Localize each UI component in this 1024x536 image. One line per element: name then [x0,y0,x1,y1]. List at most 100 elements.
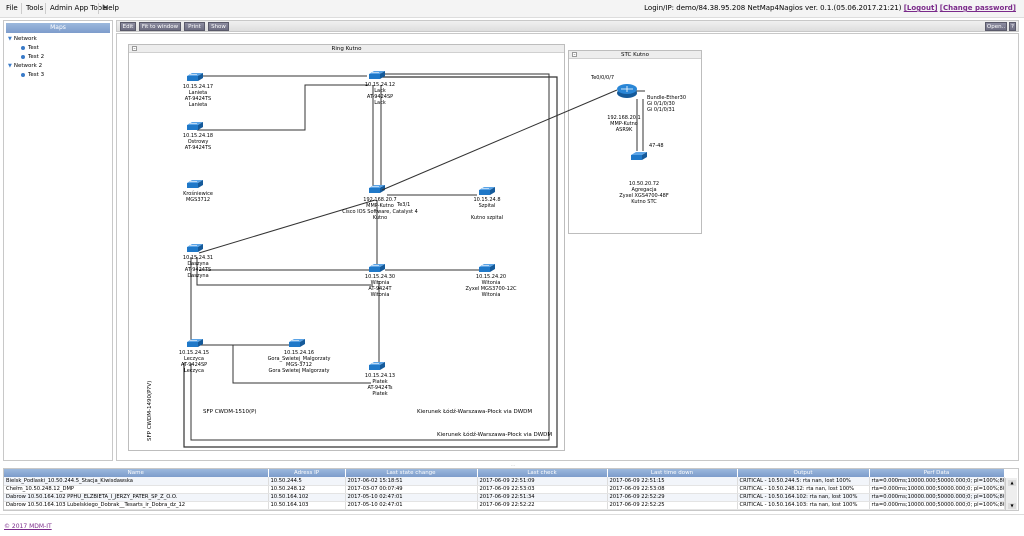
cell-last-state-change: 2017-05-10 02:47:01 [345,493,478,502]
map-toolbar: Edit Fit to window Print Show Open.. ? [116,20,1019,32]
router-port-label: Te0/0/0/7 [591,75,615,81]
cell-name: Dabrow 10.50.164.102 PPHU_ELZBIETA_I_JER… [4,493,269,502]
map-bullet-icon [21,45,25,50]
change-password-link[interactable]: [Change password] [939,4,1016,12]
map-bullet-icon [21,54,25,59]
table-row[interactable]: Bielsk_Podlaski_10.50.244.5_Stacja_Kiwis… [4,477,1005,486]
menu-file[interactable]: File [6,4,18,12]
login-text: Login/IP: demo/84.38.95.208 NetMap4Nagio… [644,4,902,12]
map-bullet-icon [21,72,25,77]
column-header-name[interactable]: Name [4,469,269,477]
table-header-row: Name Adress IP Last state change Last ch… [4,469,1005,477]
cell-output: CRITICAL - 10.50.164.102: rta nan, lost … [737,493,870,502]
tree-item-test-2[interactable]: Test 2 [21,54,44,60]
expand-arrow-icon[interactable]: ▼ [8,63,12,69]
menu-tools[interactable]: Tools [26,4,44,12]
menu-admin-app-tools[interactable]: Admin App Tools [50,4,108,12]
print-button[interactable]: Print [184,22,205,31]
column-header-last-state-change[interactable]: Last state change [345,469,478,477]
cell-output: CRITICAL - 10.50.164.103: rta nan, lost … [737,501,870,510]
cell-perf-data: rta=0.000ms;10000.000;50000.000;0; pl=10… [869,493,1005,502]
column-header-output[interactable]: Output [737,469,870,477]
cell-output: CRITICAL - 10.50.248.12: rta nan, lost 1… [737,485,870,494]
ring-kutno-title: Ring Kutno [129,45,564,53]
cell-last-state-change: 2017-05-10 02:47:01 [345,501,478,510]
tree-item-network[interactable]: ▼Network [8,36,37,42]
cell-last-check: 2017-06-09 22:53:03 [477,485,608,494]
map-canvas: Ring Kutno – [116,33,1019,461]
maps-panel: Maps ▼Network Test Test 2 ▼Network 2 Tes… [3,20,113,461]
column-header-last-check[interactable]: Last check [477,469,608,477]
tree-item-network-2[interactable]: ▼Network 2 [8,63,43,69]
table-row[interactable]: Dabrow 10.50.164.102 PPHU_ELZBIETA_I_JER… [4,493,1005,502]
switch-port-label: 47-48 [649,143,664,149]
cell-ip: 10.50.244.5 [268,477,346,486]
cell-name: Chełm_10.50.248.12_DMP [4,485,269,494]
scroll-up-icon[interactable]: ▲ [1008,480,1016,486]
minimize-icon[interactable]: – [132,46,137,51]
copyright-link[interactable]: © 2017 MDM-IT [4,523,52,530]
link-label-kierunek-2: Kierunek Łódź-Warszawa-Płock via DWDM [437,432,553,438]
table-scrollbar[interactable]: ▲ ▼ [1005,478,1017,510]
footer: © 2017 MDM-IT [0,514,1024,536]
link-label-kierunek-1: Kierunek Łódź-Warszawa-Płock via DWDM [417,409,533,415]
cell-last-check: 2017-06-09 22:51:09 [477,477,608,486]
tree-item-test[interactable]: Test [21,45,39,51]
cell-last-state-change: 2017-06-02 15:18:51 [345,477,478,486]
column-header-ip[interactable]: Adress IP [268,469,346,477]
open-button[interactable]: Open.. [985,22,1007,31]
router-icon [617,84,637,98]
cell-perf-data: rta=0.000ms;10000.000;50000.000;0; pl=10… [869,477,1005,486]
cell-last-time-down: 2017-06-09 22:52:25 [607,501,738,510]
table-row[interactable]: Chełm_10.50.248.12_DMP 10.50.248.12 2017… [4,485,1005,494]
cell-output: CRITICAL - 10.50.244.5: rta nan, lost 10… [737,477,870,486]
cell-name: Dabrow 10.50.164.103 Lubelskiego_Dobrak_… [4,501,269,510]
status-table: Name Adress IP Last state change Last ch… [4,469,1005,510]
cell-last-state-change: 2017-03-07 00:07:49 [345,485,478,494]
cell-last-time-down: 2017-06-09 22:53:08 [607,485,738,494]
fit-to-window-button[interactable]: Fit to window [139,22,181,31]
scroll-down-icon[interactable]: ▼ [1008,503,1016,509]
ring-topology-svg [183,70,558,448]
cell-ip: 10.50.164.103 [268,501,346,510]
help-button[interactable]: ? [1009,22,1016,31]
stc-topology-svg [617,84,647,160]
ring-kutno-map: Ring Kutno – [128,44,565,451]
logout-link[interactable]: [Logout] [903,4,938,12]
table-row[interactable]: Dabrow 10.50.164.103 Lubelskiego_Dobrak_… [4,501,1005,510]
edit-button[interactable]: Edit [120,22,136,31]
column-header-last-time-down[interactable]: Last time down [607,469,738,477]
link-label-sfp-1490: SFP CWDM-1490(P?V) [147,380,153,441]
cell-last-time-down: 2017-06-09 22:51:15 [607,477,738,486]
expand-arrow-icon[interactable]: ▼ [8,36,12,42]
menu-help[interactable]: Help [103,4,119,12]
cell-ip: 10.50.164.102 [268,493,346,502]
resize-grip[interactable]: … [511,462,515,467]
menu-separator [98,3,99,14]
menu-bar: File Tools Admin App Tools Help Login/IP… [0,0,1024,18]
status-table-panel: Name Adress IP Last state change Last ch… [3,468,1019,511]
minimize-icon[interactable]: – [572,52,577,57]
column-header-perf-data[interactable]: Perf Data [869,469,1005,477]
cell-perf-data: rta=0.000ms;10000.000;50000.000;0; pl=10… [869,501,1005,510]
menu-separator [45,3,46,14]
tree-item-test-3[interactable]: Test 3 [21,72,44,78]
cell-perf-data: rta=0.000ms;10000.000;50000.000;0; pl=10… [869,485,1005,494]
show-button[interactable]: Show [208,22,229,31]
link-label-sfp-1510: SFP CWDM-1510(P) [203,409,257,415]
